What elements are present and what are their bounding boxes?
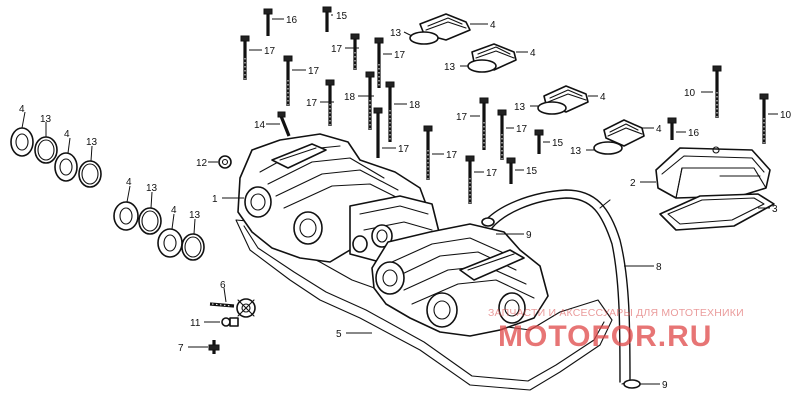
watermark-tagline: ЗАПЧАСТИ И АКСЕССУАРЫ ДЛЯ МОТОТЕХНИКИ [488,307,744,319]
callout-9: 9 [662,380,668,391]
callout-4: 4 [490,20,496,31]
breather-gasket-part-3 [659,193,775,231]
cover-gasket-part-5 [235,219,613,391]
callout-2: 2 [630,178,636,189]
callout-17: 17 [398,144,410,155]
callout-17: 17 [516,124,528,135]
callout-4: 4 [600,92,606,103]
long-bolts-10 [667,65,769,144]
leaders-breather [640,91,778,209]
callout-13: 13 [86,137,98,148]
callout-13: 13 [570,146,582,157]
callout-4: 4 [171,205,177,216]
oring-part-13 [467,59,497,73]
callout-11: 11 [190,318,201,329]
callout-4: 4 [19,104,25,115]
callout-13: 13 [189,210,201,221]
callout-15: 15 [552,138,564,149]
bolt-part-7 [208,340,220,354]
cap-part-4 [113,201,139,231]
cap-part-4 [10,127,34,157]
callout-17: 17 [446,150,458,161]
callout-5: 5 [336,329,342,340]
callout-16: 16 [286,15,298,26]
callout-6: 6 [220,280,226,291]
callout-14: 14 [254,120,266,131]
oring-part-13 [593,141,623,155]
callout-13: 13 [390,28,402,39]
callout-4: 4 [530,48,536,59]
cap-oring-group-top [409,13,645,155]
callout-16: 16 [688,128,700,139]
cap-part-4 [54,152,78,182]
oring-part-13 [537,101,567,115]
cap-oring-group-left [10,127,205,261]
callout-18: 18 [344,92,356,103]
callout-13: 13 [146,183,158,194]
callout-7: 7 [178,343,184,354]
callout-17: 17 [486,168,498,179]
callout-1: 1 [212,194,218,205]
breather-chamber-part-2 [655,146,771,199]
cover-bore-left [244,186,272,218]
callout-17: 17 [308,66,320,77]
cover-bore-right [375,261,405,295]
callout-13: 13 [444,62,456,73]
callout-17: 17 [306,98,318,109]
bolt-part-11 [221,317,239,327]
nut-part-12 [218,155,232,169]
callout-12: 12 [196,158,208,169]
callout-13: 13 [40,114,52,125]
tach-gear-part-6 [209,298,256,318]
leaders-hose [496,233,660,385]
callout-15: 15 [526,166,538,177]
watermark-logo: MOTOFOR.RU [498,320,712,353]
callout-17: 17 [456,112,468,123]
callout-18: 18 [409,100,421,111]
leaders-top [249,14,550,173]
callout-17: 17 [331,44,343,55]
callout-10: 10 [684,88,696,99]
cap-part-4 [603,119,645,147]
leaders-small [188,287,227,348]
callout-10: 10 [780,110,792,121]
callout-3: 3 [772,204,778,215]
callout-4: 4 [126,177,132,188]
oring-part-13 [409,31,439,45]
callout-4: 4 [656,124,662,135]
callout-17: 17 [264,46,276,57]
callout-8: 8 [656,262,662,273]
leaders-left [21,111,196,235]
leaders-caps-top [403,23,654,151]
callout-17: 17 [394,50,406,61]
leaders-cover [208,161,372,334]
callout-4: 4 [64,129,70,140]
top-bolts [240,6,544,204]
cylinder-head-cover [235,133,613,391]
callout-9: 9 [526,230,532,241]
callout-13: 13 [514,102,526,113]
cap-part-4 [157,228,183,258]
callout-15: 15 [336,11,348,22]
